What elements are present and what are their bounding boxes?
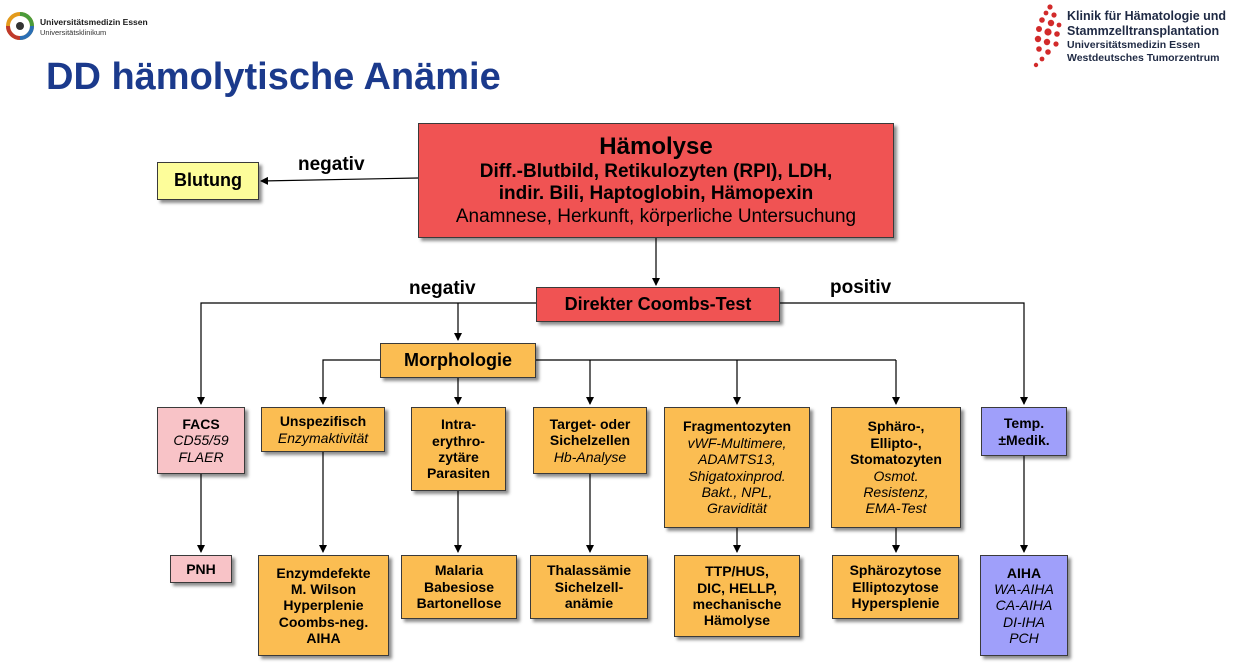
- node-enzym-line-5: AIHA: [306, 630, 341, 647]
- node-enzym-line-3: Hyperplenie: [283, 597, 364, 614]
- node-pnh-title: PNH: [186, 560, 216, 577]
- node-target-sichelzellen: Target- oder Sichelzellen Hb-Analyse: [533, 407, 647, 474]
- node-fragmento-line-1: vWF-Multimere,: [687, 434, 787, 451]
- node-sphaerozytose: Sphärozytose Elliptozytose Hypersplenie: [832, 555, 959, 619]
- node-ttp-hus: TTP/HUS, DIC, HELLP, mechanische Hämolys…: [674, 555, 800, 637]
- node-direkter-coombs-test: Direkter Coombs-Test: [536, 287, 780, 322]
- node-target-line-3: Hb-Analyse: [553, 448, 627, 465]
- node-fragmento-line-2: ADAMTS13,: [698, 451, 776, 468]
- node-haemolyse: Hämolyse Diff.-Blutbild, Retikulozyten (…: [418, 123, 894, 238]
- logo-right-line-4: Westdeutsches Tumorzentrum: [1067, 52, 1220, 64]
- node-morphologie-title: Morphologie: [404, 349, 512, 370]
- node-fragmentozyten: Fragmentozyten vWF-Multimere, ADAMTS13, …: [664, 407, 810, 528]
- logo-right-line-2: Stammzelltransplantation: [1067, 24, 1220, 38]
- node-haemolyse-title: Hämolyse: [599, 133, 713, 161]
- node-sphaero-line-5: Resistenz,: [863, 483, 929, 500]
- label-positiv-coombs: positiv: [830, 277, 892, 298]
- node-enzym-line-1: Enzymdefekte: [276, 564, 371, 581]
- node-thal-line-1: Thalassämie: [546, 562, 632, 579]
- node-temp-line-1: Temp.: [1003, 415, 1045, 432]
- node-aiha-line-4: PCH: [1009, 630, 1039, 647]
- arrow-coombs-to-facs: [197, 302, 536, 405]
- node-haemolyse-line-3: Anamnese, Herkunft, körperliche Untersuc…: [455, 205, 857, 227]
- node-enzym-line-4: Coombs-neg.: [278, 613, 369, 630]
- klinik-logo: Klinik für Hämatologie und Stammzelltran…: [1030, 2, 1242, 70]
- node-facs-line-2: FLAER: [178, 448, 224, 465]
- logo-right-line-3: Universitätsmedizin Essen: [1067, 39, 1201, 51]
- node-temp-medik: Temp. ±Medik.: [981, 407, 1067, 456]
- node-blutung: Blutung: [157, 162, 259, 200]
- node-unspezifisch-line-1: Enzymaktivität: [277, 429, 369, 446]
- slide-title: DD hämolytische Anämie: [46, 56, 501, 98]
- node-aiha-title: AIHA: [1006, 564, 1042, 581]
- arrow-coombs-to-temp: [780, 302, 1028, 405]
- label-negativ-blutung: negativ: [298, 154, 365, 175]
- node-blutung-title: Blutung: [174, 170, 242, 191]
- node-sphaerozytose-line-3: Hypersplenie: [851, 595, 940, 612]
- node-aiha-line-3: DI-IHA: [1003, 613, 1045, 630]
- node-malaria-line-2: Babesiose: [423, 578, 495, 595]
- node-ttp-line-2: DIC, HELLP,: [697, 579, 777, 596]
- node-ttp-line-1: TTP/HUS,: [705, 563, 769, 580]
- node-intra-line-2: erythro-: [432, 432, 485, 449]
- node-intra-line-1: Intra-: [441, 416, 476, 433]
- node-fragmento-line-4: Bakt., NPL,: [701, 483, 773, 500]
- node-fragmento-line-5: Gravidität: [707, 500, 767, 517]
- red-dots-logo-icon: [1033, 4, 1062, 68]
- node-coombs-title: Direkter Coombs-Test: [564, 293, 752, 314]
- node-malaria: Malaria Babesiose Bartonellose: [401, 555, 517, 619]
- node-enzymdefekte: Enzymdefekte M. Wilson Hyperplenie Coomb…: [258, 555, 389, 656]
- node-sphaero-line-3: Stomatozyten: [850, 451, 942, 468]
- node-ttp-line-4: Hämolyse: [703, 612, 771, 629]
- node-sphaero-line-6: EMA-Test: [865, 500, 927, 517]
- node-intra-line-3: zytäre: [438, 449, 479, 465]
- node-aiha-line-1: WA-AIHA: [994, 580, 1054, 597]
- node-haemolyse-line-2: indir. Bili, Haptoglobin, Hämopexin: [498, 183, 814, 205]
- node-facs: FACS CD55/59 FLAER: [157, 407, 245, 474]
- node-unspezifisch: Unspezifisch Enzymaktivität: [261, 407, 385, 452]
- node-temp-line-2: ±Medik.: [998, 431, 1050, 448]
- university-logo-icon: [6, 12, 34, 40]
- node-thal-line-2: Sichelzell-: [554, 578, 624, 595]
- node-thal-line-3: anämie: [564, 595, 614, 612]
- node-intra-line-4: Parasiten: [426, 465, 491, 482]
- node-enzym-line-2: M. Wilson: [290, 580, 357, 597]
- arrow-haemolyse-to-blutung: [260, 176, 419, 185]
- node-intraerythrozytaere-parasiten: Intra- erythro- zytäre Parasiten: [411, 407, 506, 491]
- node-sphaero-line-4: Osmot.: [873, 467, 919, 484]
- node-sphaero-ellipto-stomatozyten: Sphäro-, Ellipto-, Stomatozyten Osmot. R…: [831, 407, 961, 528]
- logo-left-subname: Universitätsklinikum: [40, 28, 107, 37]
- node-facs-line-1: CD55/59: [173, 432, 229, 449]
- node-aiha: AIHA WA-AIHA CA-AIHA DI-IHA PCH: [980, 555, 1068, 656]
- node-sphaero-line-2: Ellipto-,: [870, 434, 922, 451]
- universitaetsmedizin-logo: Universitätsmedizin Essen Universitätskl…: [6, 12, 166, 42]
- node-sphaerozytose-line-1: Sphärozytose: [849, 562, 942, 579]
- node-malaria-line-3: Bartonellose: [416, 595, 502, 612]
- node-fragmento-line-3: Shigatoxinprod.: [688, 467, 786, 484]
- node-morphologie: Morphologie: [380, 343, 536, 378]
- node-sphaerozytose-line-2: Elliptozytose: [852, 578, 939, 595]
- node-sphaero-line-1: Sphäro-,: [867, 418, 925, 435]
- node-target-line-1: Target- oder: [549, 415, 631, 432]
- node-fragmento-title: Fragmentozyten: [682, 418, 792, 435]
- logo-left-name: Universitätsmedizin Essen: [40, 17, 148, 27]
- node-thalassaemie: Thalassämie Sichelzell- anämie: [530, 555, 648, 619]
- node-target-line-2: Sichelzellen: [549, 432, 631, 449]
- node-facs-title: FACS: [182, 415, 220, 432]
- label-negativ-coombs: negativ: [409, 278, 476, 299]
- node-haemolyse-line-1: Diff.-Blutbild, Retikulozyten (RPI), LDH…: [479, 161, 833, 183]
- node-malaria-line-1: Malaria: [434, 562, 484, 579]
- node-pnh: PNH: [170, 555, 232, 583]
- logo-right-line-1: Klinik für Hämatologie und: [1067, 9, 1227, 23]
- node-aiha-line-2: CA-AIHA: [995, 597, 1053, 614]
- node-ttp-line-3: mechanische: [692, 596, 782, 612]
- arrow-morph-to-unspezifisch: [319, 359, 380, 405]
- node-unspezifisch-title: Unspezifisch: [279, 413, 367, 430]
